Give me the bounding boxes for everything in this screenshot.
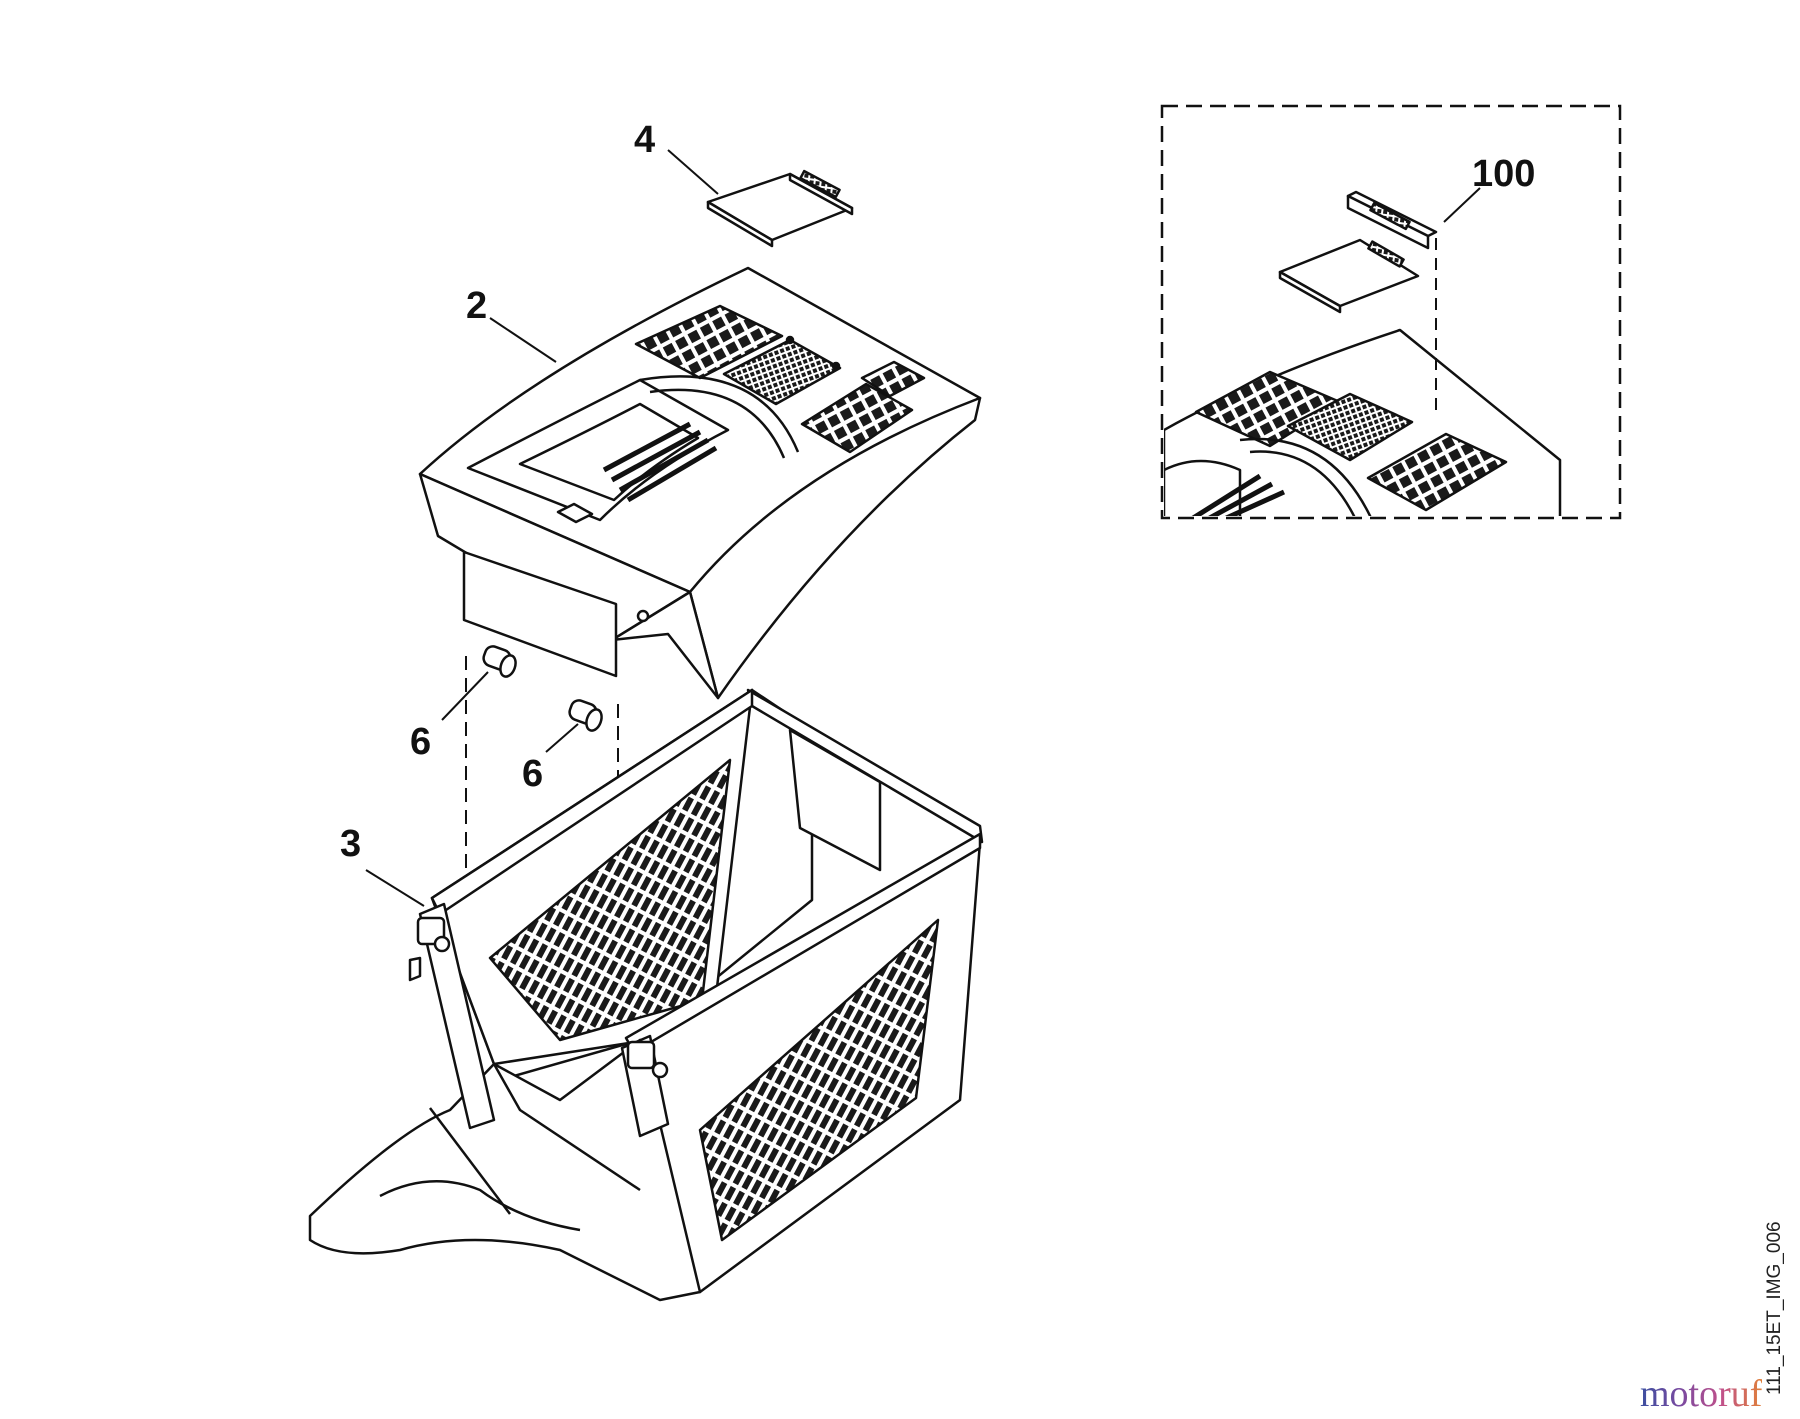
leader-line-3: [365, 869, 425, 907]
part-4-flap: [706, 169, 854, 248]
leader-line-4: [667, 149, 719, 195]
part-2-lid: [418, 266, 982, 700]
part-6-pin-left: [482, 645, 517, 678]
leader-line-6a: [441, 671, 489, 721]
leader-line-100: [1443, 187, 1481, 223]
leader-line-6b: [545, 723, 579, 753]
callout-3: 3: [340, 823, 361, 865]
leader-line-2: [489, 317, 557, 363]
callout-4: 4: [634, 119, 655, 161]
callout-6-right: 6: [522, 753, 543, 795]
part-6-pin-right: [568, 699, 603, 732]
callout-100: 100: [1472, 153, 1535, 195]
callout-6-left: 6: [410, 721, 431, 763]
callout-2: 2: [466, 285, 487, 327]
detail-inset: [1160, 104, 1622, 520]
part-3-basket: [308, 688, 984, 1302]
watermark-logo: motoruf: [1640, 1373, 1763, 1415]
part-100-flap: [1278, 190, 1438, 314]
drawing-reference: 111_15ET_IMG_006: [1764, 1221, 1785, 1395]
